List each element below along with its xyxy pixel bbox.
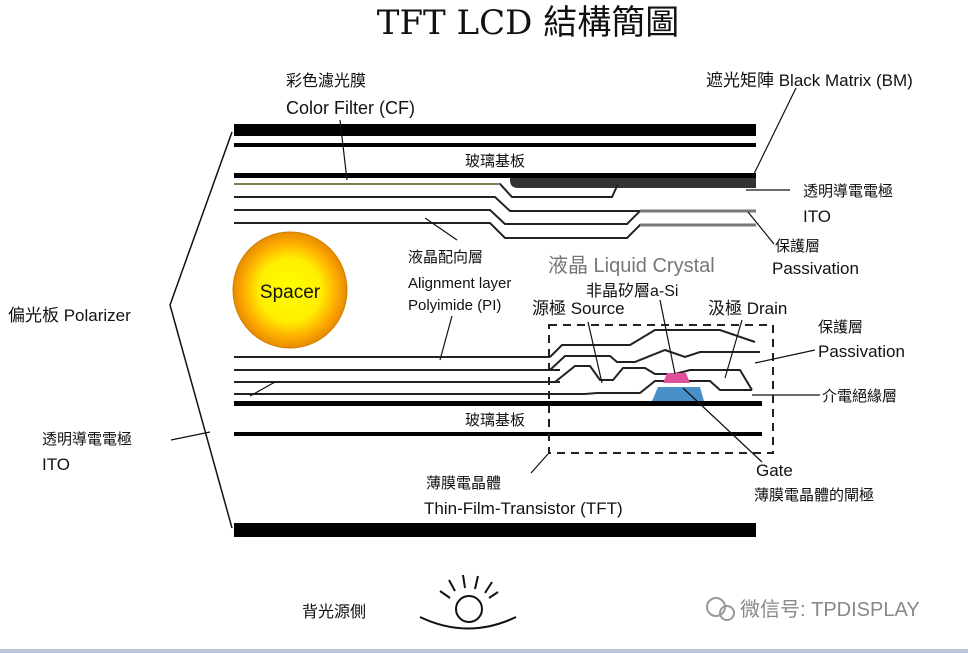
align-en1: Alignment layer bbox=[408, 275, 511, 292]
gate-en: Gate bbox=[756, 461, 793, 480]
polarizer-bracket bbox=[169, 131, 233, 529]
bottom-border bbox=[0, 649, 968, 653]
drain-label: 汲極 Drain bbox=[708, 299, 787, 318]
watermark-text: 微信号: TPDISPLAY bbox=[740, 598, 920, 621]
cf-zh: 彩色濾光膜 bbox=[286, 71, 366, 90]
bottom-substrate bbox=[234, 356, 762, 537]
tft-region bbox=[548, 324, 774, 454]
tft-en: Thin-Film-Transistor (TFT) bbox=[424, 499, 623, 518]
ito-top-en: ITO bbox=[803, 207, 831, 226]
labels: 彩色濾光膜 Color Filter (CF) 遮光矩陣 Black Matri… bbox=[8, 71, 913, 621]
black-matrix bbox=[510, 178, 756, 188]
ito-top-zh: 透明導電電極 bbox=[803, 182, 893, 200]
dielectric-label: 介電絕緣層 bbox=[822, 387, 897, 405]
source-label: 源極 Source bbox=[532, 299, 625, 318]
ito-bot-zh: 透明導電電極 bbox=[42, 430, 132, 448]
glass-top-label: 玻璃基板 bbox=[465, 152, 525, 170]
tft-structure bbox=[548, 324, 774, 454]
a-si-layer bbox=[663, 373, 690, 383]
gate-electrode bbox=[652, 387, 704, 401]
leader-lines bbox=[170, 87, 820, 474]
backlight-label: 背光源側 bbox=[302, 602, 366, 621]
asi-label: 非晶矽層a-Si bbox=[586, 282, 678, 300]
page-title: TFT LCD 結構簡圖 bbox=[377, 3, 679, 43]
pass-bot-en: Passivation bbox=[818, 342, 905, 361]
align-en2: Polyimide (PI) bbox=[408, 297, 501, 314]
pass-top-en: Passivation bbox=[772, 259, 859, 278]
bm-label: 遮光矩陣 Black Matrix (BM) bbox=[706, 71, 913, 90]
spacer-ball bbox=[232, 231, 348, 349]
light-source-icon bbox=[419, 574, 517, 630]
tft-zh: 薄膜電晶體 bbox=[426, 474, 501, 492]
top-substrate bbox=[234, 124, 756, 239]
cf-en: Color Filter (CF) bbox=[286, 98, 415, 118]
spacer-label: Spacer bbox=[260, 282, 321, 303]
pass-bot-zh: 保護層 bbox=[818, 318, 863, 336]
glass-bottom-label: 玻璃基板 bbox=[465, 411, 525, 429]
ito-bot-en: ITO bbox=[42, 455, 70, 474]
pass-top-zh: 保護層 bbox=[775, 237, 820, 255]
gate-zh: 薄膜電晶體的閘極 bbox=[754, 486, 874, 504]
polarizer-label: 偏光板 Polarizer bbox=[8, 306, 131, 325]
watermark: 微信号: TPDISPLAY bbox=[706, 597, 920, 621]
lc-label: 液晶 Liquid Crystal bbox=[548, 254, 715, 277]
align-zh: 液晶配向層 bbox=[408, 248, 483, 266]
